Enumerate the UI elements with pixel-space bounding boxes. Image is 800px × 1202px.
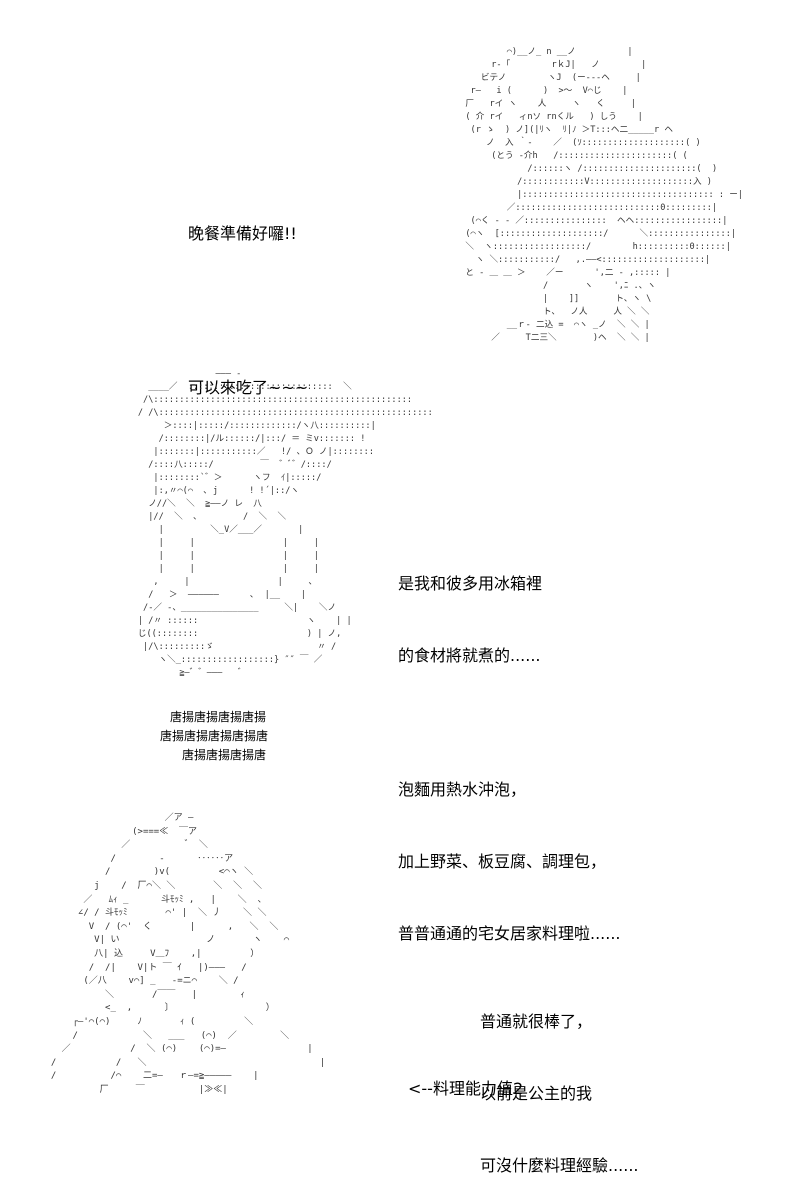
fridge-line-1: 是我和彼多用冰箱裡 — [398, 574, 543, 593]
dinner-ready-text: 晚餐準備好囉!! 可以來吃了~~~ — [188, 164, 308, 430]
princess-line-3: 可沒什麼料理經驗...... — [480, 1156, 639, 1175]
bag-label-row-2: 唐揚唐揚唐揚唐揚唐 — [160, 729, 269, 743]
fridge-line-2: 的食材將就煮的...... — [398, 646, 541, 665]
dinner-line-2: 可以來吃了~~~ — [188, 378, 309, 397]
fridge-line-3: 泡麵用熱水沖泡， — [398, 780, 527, 799]
fridge-line-5: 普普通通的宅女居家料理啦...... — [398, 924, 621, 943]
fridge-line-4: 加上野菜、板豆腐、調理包， — [398, 852, 607, 871]
bag-label-row-3: 唐揚唐揚唐揚唐 — [182, 748, 267, 762]
princess-line-2: 以前是公主的我 — [480, 1084, 593, 1103]
ascii-art-princess: ／ア ― (>===≪ ￣ア ／ ゛ ＼ / ‐ ‥‥‥ア / )v( <⌒ヽ … — [50, 813, 326, 1095]
princess-reply-text: 普通就很棒了， 以前是公主的我 可沒什麼料理經驗...... — [480, 962, 639, 1202]
ascii-art-girl-at-fridge: ⌒)__ノ_ n __ノ | r‐「 rｋJ| ノ | ビテノ ヽJ (ー‐‐‐… — [465, 47, 743, 343]
cooking-skill-annotation: <--料理能力值2 — [408, 1079, 524, 1098]
princess-line-1: 普通就很棒了， — [480, 1012, 593, 1031]
bag-label-row-1: 唐揚唐揚唐揚唐揚 — [170, 710, 267, 724]
ascii-art-girl-holding-bag: ――― ‐ ____／ ::::::::::::::::::::::::::::… — [137, 369, 433, 678]
fridge-ingredients-text: 是我和彼多用冰箱裡 的食材將就煮的...... 泡麵用熱水沖泡， 加上野菜、板豆… — [398, 524, 621, 970]
dinner-line-1: 晚餐準備好囉!! — [188, 224, 297, 243]
